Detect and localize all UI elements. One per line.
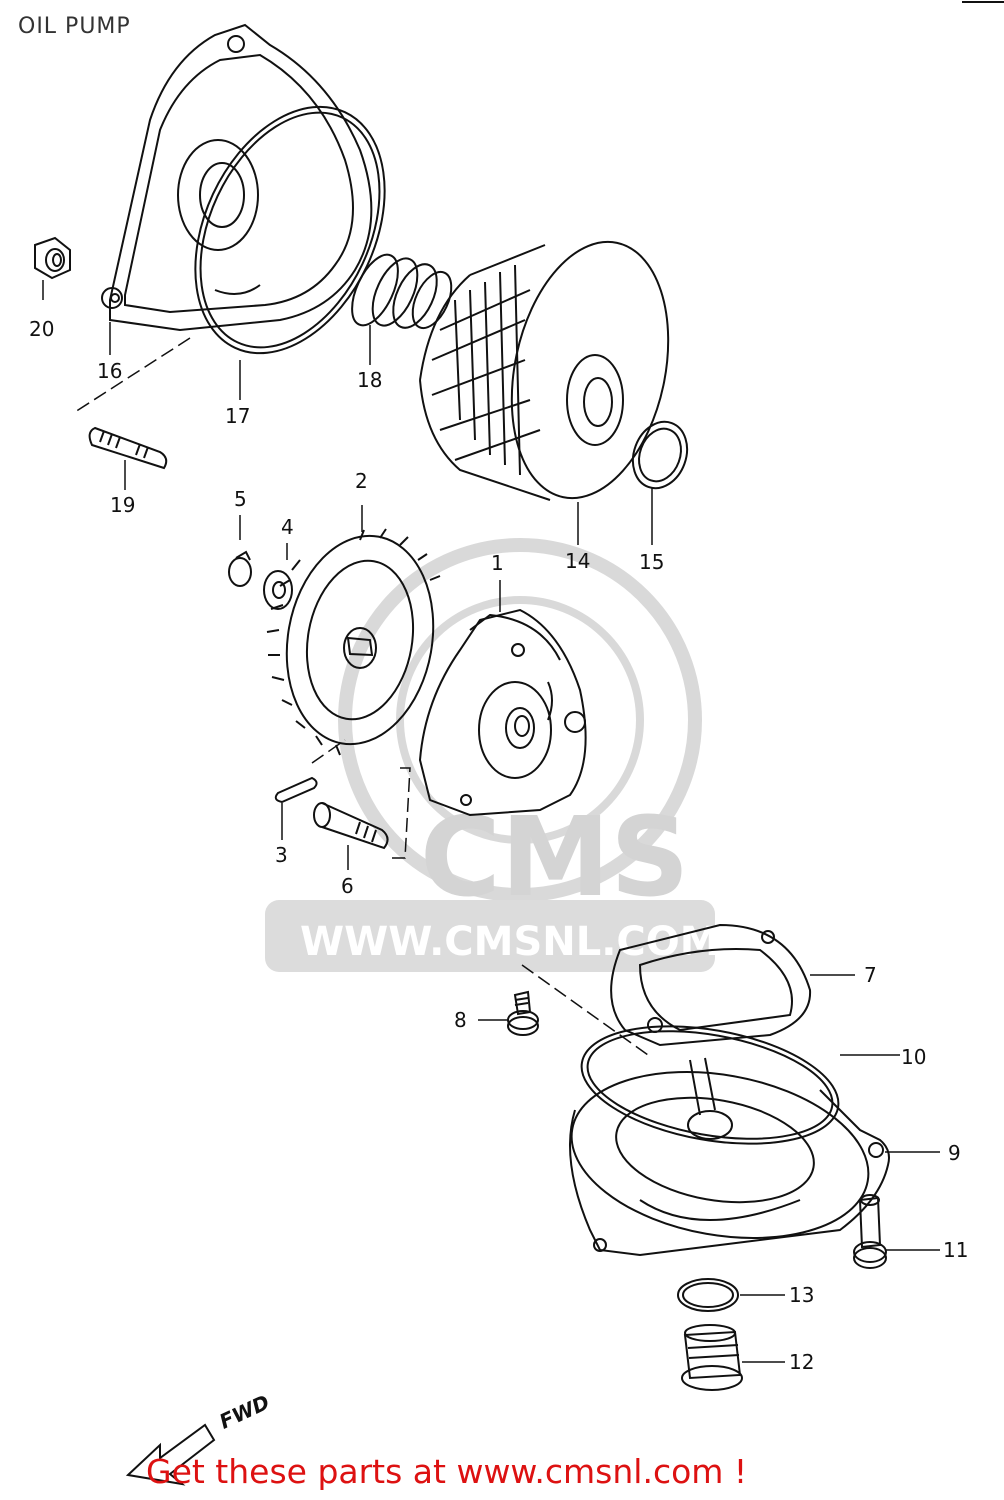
part-label-15: 15 xyxy=(639,550,664,574)
leader-lines xyxy=(42,280,940,1363)
part-label-6: 6 xyxy=(341,874,354,898)
o-ring-cover xyxy=(194,105,386,355)
oil-strainer-cap xyxy=(569,1057,890,1257)
watermark-logo: CMS WWW.CMSNL.COM xyxy=(265,538,720,972)
stud-bolt xyxy=(88,426,168,470)
spring xyxy=(351,253,453,330)
cap-nut xyxy=(34,236,71,280)
watermark-logo-text: CMS xyxy=(420,793,689,921)
part-label-4: 4 xyxy=(281,515,294,539)
part-label-16: 16 xyxy=(97,359,122,383)
part-label-10: 10 xyxy=(901,1045,926,1069)
pump-bolt xyxy=(313,802,389,850)
circlip xyxy=(228,550,252,587)
part-label-2: 2 xyxy=(355,469,368,493)
part-label-14: 14 xyxy=(565,549,590,573)
part-label-3: 3 xyxy=(275,843,288,867)
oil-pump-cover xyxy=(101,23,373,332)
part-label-5: 5 xyxy=(234,487,247,511)
driven-gear xyxy=(266,528,441,756)
part-label-13: 13 xyxy=(789,1283,814,1307)
part-label-19: 19 xyxy=(110,493,135,517)
part-label-11: 11 xyxy=(943,1238,968,1262)
screw xyxy=(507,990,539,1036)
drain-plug xyxy=(681,1324,743,1391)
part-labels: 1 2 3 4 5 6 7 8 9 10 11 12 13 14 15 16 1… xyxy=(29,317,968,1374)
part-label-7: 7 xyxy=(864,963,877,987)
fwd-arrow-icon xyxy=(125,1423,216,1486)
promo-link[interactable]: Get these parts at www.cmsnl.com ! xyxy=(146,1452,748,1491)
assembly-lines xyxy=(74,337,649,1056)
washer xyxy=(263,570,293,610)
part-label-17: 17 xyxy=(225,404,250,428)
gasket xyxy=(610,923,812,1047)
page-title: OIL PUMP xyxy=(18,14,131,39)
fwd-label: FWD xyxy=(216,1390,274,1434)
oil-filter xyxy=(419,240,670,501)
part-label-20: 20 xyxy=(29,317,54,341)
watermark-url: WWW.CMSNL.COM xyxy=(300,919,720,965)
part-label-8: 8 xyxy=(454,1008,467,1032)
part-label-9: 9 xyxy=(948,1141,961,1165)
part-label-18: 18 xyxy=(357,368,382,392)
part-label-12: 12 xyxy=(789,1350,814,1374)
pin xyxy=(274,776,318,804)
sump-bolt xyxy=(853,1194,887,1269)
part-label-1: 1 xyxy=(491,551,504,575)
o-ring-plug xyxy=(677,1278,739,1312)
oil-pump-body xyxy=(418,608,587,817)
o-ring-filter xyxy=(631,420,689,490)
